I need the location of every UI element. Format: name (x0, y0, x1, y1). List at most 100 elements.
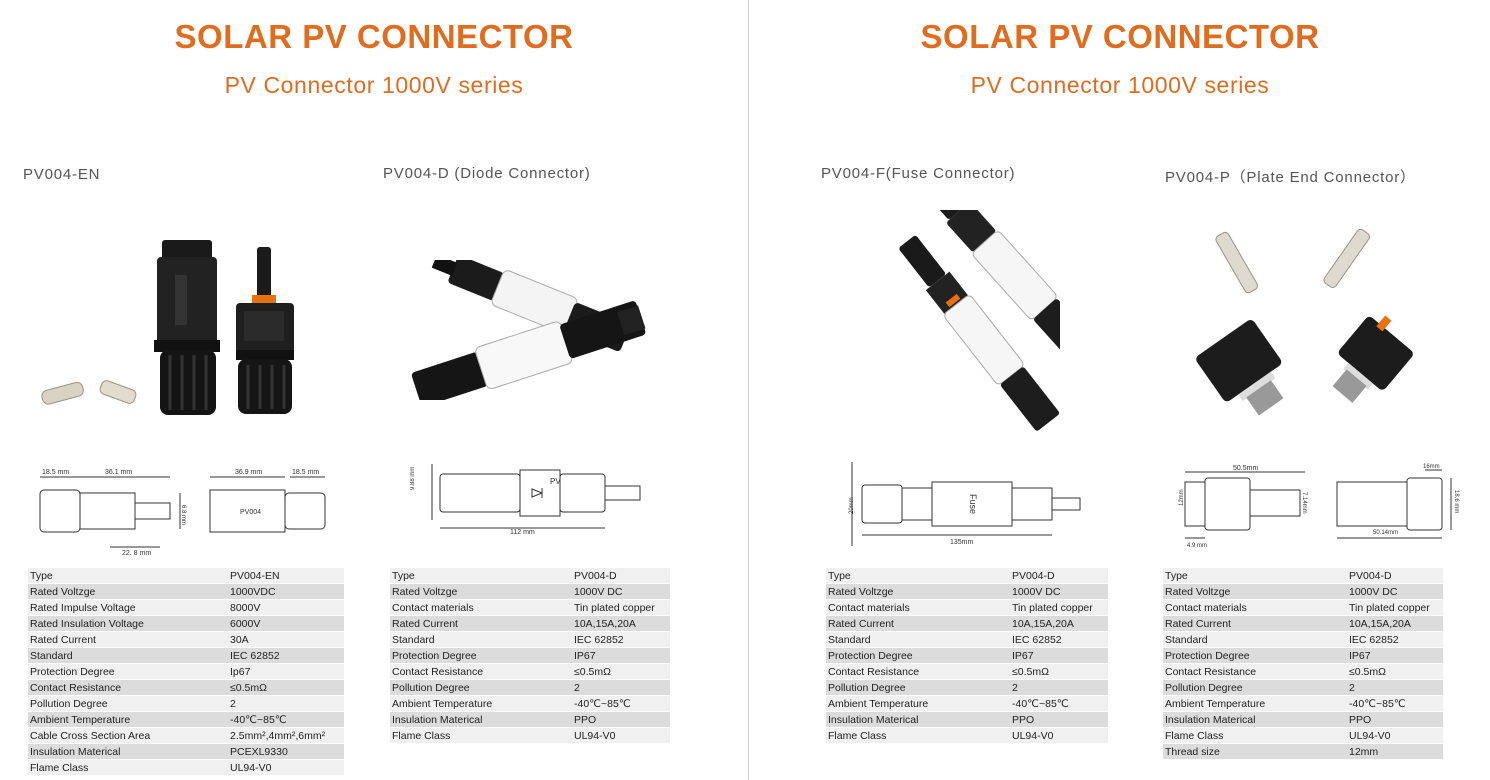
spec-key: Cable Cross Section Area (28, 727, 226, 744)
spec-key: Ambient Temperature (390, 695, 570, 712)
spec-key: Flame Class (1163, 727, 1345, 744)
spec-value: 10A,15A,20A (1008, 615, 1108, 632)
spec-value: IEC 62852 (1345, 631, 1443, 648)
spec-key: Type (1163, 568, 1345, 584)
spec-value: ≤0.5mΩ (1008, 663, 1108, 680)
spec-value: Tin plated copper (1345, 599, 1443, 616)
pv004-p-dimension-drawing: 50.5mm 12mm 4.9 mm 7.14mm 16mm 18.6 mm 5… (1179, 464, 1459, 549)
spec-value: PV004-D (1008, 568, 1108, 584)
spec-value: 2 (1008, 679, 1108, 696)
dim-label: 20mm (849, 497, 855, 514)
spec-value: IEC 62852 (226, 647, 344, 664)
spec-value: Tin plated copper (570, 599, 670, 616)
spec-key: Rated Voltzge (826, 583, 1008, 600)
spec-value: 1000V DC (1345, 583, 1443, 600)
spec-row: Contact Resistance≤0.5mΩ (28, 679, 344, 696)
spec-value: UL94-V0 (1008, 727, 1108, 744)
spec-value: -40℃~85℃ (226, 711, 344, 728)
spec-value: 2 (570, 679, 670, 696)
spec-value: 10A,15A,20A (1345, 615, 1443, 632)
spec-key: Type (390, 568, 570, 584)
pv004-en-product-photo (41, 240, 294, 415)
page-subtitle: PV Connector 1000V series (970, 72, 1270, 98)
spec-key: Rated Current (1163, 615, 1345, 632)
page-subtitle: PV Connector 1000V series (224, 72, 524, 98)
spec-value: PV004-EN (226, 568, 344, 584)
spec-key: Pollution Degree (28, 695, 226, 712)
pv004-p-product-photo (1196, 228, 1413, 416)
spec-value: IP67 (1345, 647, 1443, 664)
pv004-f-dimension-drawing: 20mm 135mm Fuse (849, 462, 1081, 546)
dim-label: 36.1 mm (105, 469, 132, 476)
spec-key: Rated Current (826, 615, 1008, 632)
spec-value: ≤0.5mΩ (1345, 663, 1443, 680)
left-page: SOLAR PV CONNECTOR PV Connector 1000V se… (23, 18, 670, 776)
spec-value: -40℃~85℃ (1008, 695, 1108, 712)
drawing-marker: Fuse (968, 494, 978, 514)
spec-value: IEC 62852 (1008, 631, 1108, 648)
dim-label: 9.88 mm (410, 467, 416, 490)
spec-row: Contact Resistance≤0.5mΩ (1163, 663, 1443, 680)
dim-label: 18.5 mm (42, 469, 69, 476)
spec-value: IEC 62852 (570, 631, 670, 648)
spec-key: Rated Impulse Voltage (28, 599, 226, 616)
spec-row: Contact Resistance≤0.5mΩ (390, 663, 670, 680)
dim-label: 50.5mm (1233, 465, 1258, 472)
spec-value: 2 (226, 695, 344, 712)
diode-connector-icon (411, 260, 646, 400)
dim-label: 36.9 mm (235, 469, 262, 476)
spec-value: PPO (570, 711, 670, 728)
spec-row: Ambient Temperature-40℃~85℃ (390, 695, 670, 712)
spec-key: Insulation Materical (1163, 711, 1345, 728)
spec-key: Ambient Temperature (28, 711, 226, 728)
spec-value: PV004-D (570, 568, 670, 584)
drawing-marker: PV004 (240, 509, 261, 516)
spec-key: Contact materials (390, 599, 570, 616)
spec-key: Flame Class (390, 727, 570, 744)
spec-value: 1000V DC (570, 583, 670, 600)
spec-key: Type (826, 568, 1008, 584)
pv004-d-product-photo (411, 260, 646, 400)
spec-value: UL94-V0 (226, 759, 344, 776)
product-title-pv004-f: PV004-F(Fuse Connector) (821, 165, 1016, 182)
spec-key: Rated Insulation Voltage (28, 615, 226, 632)
dim-label: 135mm (950, 539, 974, 546)
spec-key: Contact Resistance (28, 679, 226, 696)
spec-key: Contact Resistance (390, 663, 570, 680)
spec-value: IP67 (570, 647, 670, 664)
plate-end-connector-icon (1196, 315, 1413, 416)
spec-value: PCEXL9330 (226, 743, 344, 760)
spec-row: Ambient Temperature-40℃~85℃ (28, 711, 344, 728)
spec-row: Ambient Temperature-40℃~85℃ (826, 695, 1108, 712)
spec-value: UL94-V0 (570, 727, 670, 744)
dim-label: 16mm (1423, 464, 1440, 470)
spec-row: Ambient Temperature-40℃~85℃ (1163, 695, 1443, 712)
spec-key: Contact materials (1163, 599, 1345, 616)
dim-label: 4.9 mm (1187, 543, 1207, 549)
spec-value: PV004-D (1345, 568, 1443, 584)
spec-key: Contact materials (826, 599, 1008, 616)
spec-value: Ip67 (226, 663, 344, 680)
spec-key: Ambient Temperature (826, 695, 1008, 712)
spec-key: Type (28, 568, 226, 584)
